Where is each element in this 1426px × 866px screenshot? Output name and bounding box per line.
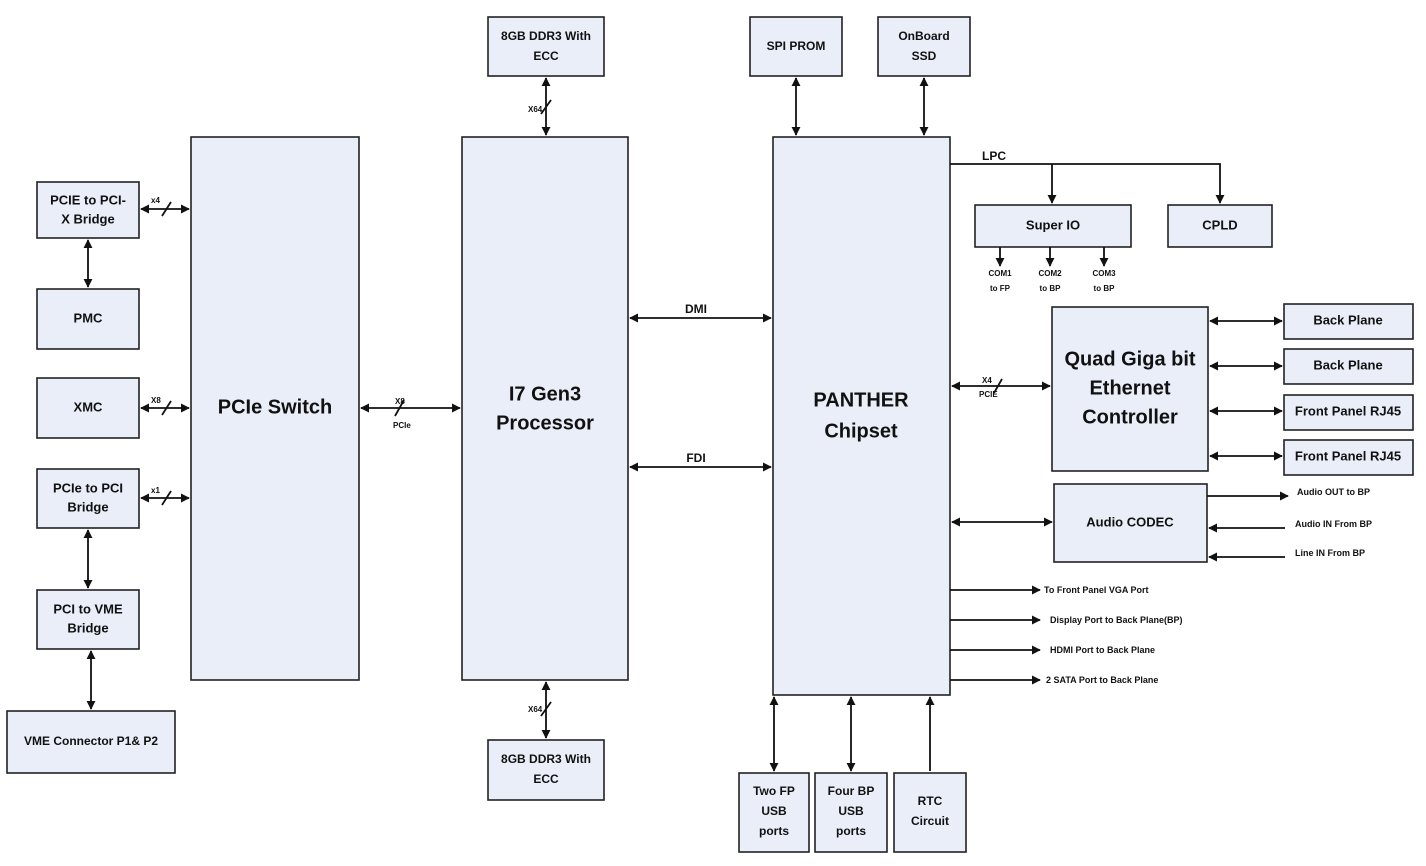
com2-line2: to BP <box>1040 284 1062 293</box>
ddr-top-line2: ECC <box>533 49 559 63</box>
x8-xmc-label: X8 <box>151 396 161 405</box>
spi-prom-block: SPI PROM <box>749 16 843 77</box>
pcie-switch-block: PCIe Switch <box>190 136 360 681</box>
pcie-pci-line1: PCIe to PCI <box>53 480 123 495</box>
lpc-label: LPC <box>982 149 1006 163</box>
pci-vme-line2: Bridge <box>67 620 108 635</box>
rj45-2-block: Front Panel RJ45 <box>1283 439 1414 476</box>
audio-codec-label: Audio CODEC <box>1086 514 1174 529</box>
pcie-eth-label: PCIE <box>979 390 998 399</box>
chipset-line2: Chipset <box>824 420 898 442</box>
com1-line2: to FP <box>990 284 1011 293</box>
ddr-top-line1: 8GB DDR3 With <box>501 29 591 43</box>
processor-block: I7 Gen3 Processor <box>461 136 629 681</box>
pcie-pcix-bridge-block: PCIE to PCI- X Bridge <box>36 181 140 239</box>
ssd-line1: OnBoard <box>898 29 949 43</box>
ddr-bottom-block: 8GB DDR3 With ECC <box>487 739 605 801</box>
line-in-label: Line IN From BP <box>1295 548 1365 558</box>
x8-switch-label: X8 <box>395 397 405 406</box>
usb-bp-block: Four BP USB ports <box>814 772 888 853</box>
rtc-block: RTC Circuit <box>893 772 967 853</box>
pcie-pci-bridge-block: PCIe to PCI Bridge <box>36 468 140 529</box>
x64-bottom-label: X64 <box>528 705 543 714</box>
lpc-bus-line <box>950 163 1225 204</box>
com3-line2: to BP <box>1094 284 1116 293</box>
ethernet-controller-block: Quad Giga bit Ethernet Controller <box>1051 306 1209 472</box>
x4-eth-bus-slash <box>993 378 1003 394</box>
processor-line2: Processor <box>496 412 594 434</box>
fdi-label: FDI <box>686 451 705 465</box>
super-io-block: Super IO <box>974 204 1132 248</box>
hdmi-label: HDMI Port to Back Plane <box>1050 645 1155 655</box>
audio-out-label: Audio OUT to BP <box>1297 487 1370 497</box>
cpld-label: CPLD <box>1202 217 1237 232</box>
dp-label: Display Port to Back Plane(BP) <box>1050 615 1183 625</box>
cpld-block: CPLD <box>1167 204 1273 248</box>
backplane-1-label: Back Plane <box>1313 312 1382 327</box>
ssd-line2: SSD <box>912 49 937 63</box>
audio-codec-block: Audio CODEC <box>1053 483 1208 563</box>
pci-vme-bridge-block: PCI to VME Bridge <box>36 589 140 650</box>
x1-label: x1 <box>151 486 160 495</box>
pcie-switch-label: PCIe Switch <box>218 396 332 418</box>
pmc-block: PMC <box>36 288 140 350</box>
dmi-label: DMI <box>685 302 707 316</box>
ethernet-line3: Controller <box>1082 406 1178 428</box>
pcie-pcix-line2: X Bridge <box>61 211 114 226</box>
usb-fp-line1: Two FP <box>753 784 795 798</box>
super-io-label: Super IO <box>1026 217 1080 232</box>
ethernet-line2: Ethernet <box>1089 377 1170 399</box>
ethernet-line1: Quad Giga bit <box>1064 348 1195 370</box>
usb-bp-line3: ports <box>836 824 866 838</box>
x64-top-label: X64 <box>528 105 543 114</box>
pci-vme-line1: PCI to VME <box>53 601 123 616</box>
com1-line1: COM1 <box>988 269 1012 278</box>
usb-bp-line1: Four BP <box>828 784 875 798</box>
backplane-2-block: Back Plane <box>1283 348 1414 385</box>
pcie-pci-line2: Bridge <box>67 499 108 514</box>
vme-connector-label: VME Connector P1& P2 <box>24 734 158 748</box>
onboard-ssd-block: OnBoard SSD <box>877 16 971 77</box>
x4-label: x4 <box>151 196 160 205</box>
x4-eth-label: X4 <box>982 376 992 385</box>
pmc-label: PMC <box>74 310 104 325</box>
x4-bus-slash <box>161 201 172 217</box>
ddr-top-block: 8GB DDR3 With ECC <box>487 16 605 77</box>
rtc-line1: RTC <box>918 794 943 808</box>
rj45-1-block: Front Panel RJ45 <box>1283 394 1414 431</box>
chipset-block: PANTHER Chipset <box>772 136 951 696</box>
backplane-2-label: Back Plane <box>1313 357 1382 372</box>
rj45-1-label: Front Panel RJ45 <box>1295 403 1401 418</box>
pcie-switch-link-label: PCIe <box>393 421 411 430</box>
ddr-bottom-bus-slash <box>540 701 552 717</box>
com2-line1: COM2 <box>1038 269 1062 278</box>
x8-switch-bus-slash <box>394 399 405 417</box>
sata-label: 2 SATA Port to Back Plane <box>1046 675 1158 685</box>
usb-fp-line3: ports <box>759 824 789 838</box>
processor-line1: I7 Gen3 <box>509 383 581 405</box>
rj45-2-label: Front Panel RJ45 <box>1295 448 1401 463</box>
backplane-1-block: Back Plane <box>1283 303 1414 340</box>
usb-fp-line2: USB <box>761 804 787 818</box>
pcie-pcix-line1: PCIE to PCI- <box>50 192 126 207</box>
vme-connector-block: VME Connector P1& P2 <box>6 710 176 774</box>
vga-label: To Front Panel VGA Port <box>1044 585 1149 595</box>
x1-bus-slash <box>161 490 172 506</box>
usb-fp-block: Two FP USB ports <box>738 772 810 853</box>
xmc-label: XMC <box>74 399 104 414</box>
x8-xmc-bus-slash <box>161 400 172 416</box>
ddr-bottom-line1: 8GB DDR3 With <box>501 752 591 766</box>
com3-line1: COM3 <box>1092 269 1116 278</box>
ddr-bottom-line2: ECC <box>533 772 559 786</box>
audio-in-label: Audio IN From BP <box>1295 519 1372 529</box>
usb-bp-line2: USB <box>838 804 864 818</box>
xmc-block: XMC <box>36 377 140 439</box>
rtc-line2: Circuit <box>911 814 949 828</box>
chipset-line1: PANTHER <box>813 389 909 411</box>
ddr-top-bus-slash <box>540 99 552 115</box>
spi-prom-label: SPI PROM <box>767 39 826 53</box>
